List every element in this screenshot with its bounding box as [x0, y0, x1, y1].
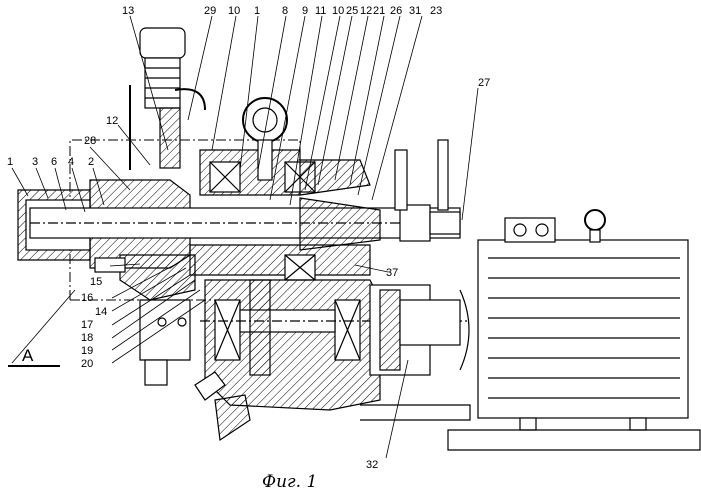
callout-3: 3 — [32, 156, 38, 168]
callout-2: 2 — [88, 156, 94, 168]
figure-caption: Фиг. 1 — [262, 472, 317, 492]
callout-13: 13 — [122, 5, 134, 17]
callout-1-top: 1 — [254, 5, 260, 17]
callout-37: 37 — [386, 267, 398, 279]
callout-6: 6 — [51, 156, 57, 168]
callout-12-left: 12 — [106, 115, 118, 127]
gearbox-housing — [195, 280, 470, 440]
callout-29: 29 — [204, 5, 216, 17]
callout-19: 19 — [81, 345, 93, 357]
electric-motor — [448, 210, 700, 450]
callout-18: 18 — [81, 332, 93, 344]
callout-8: 8 — [282, 5, 288, 17]
callout-31: 31 — [409, 5, 421, 17]
callout-4: 4 — [68, 156, 74, 168]
callout-9: 9 — [302, 5, 308, 17]
callout-21: 21 — [373, 5, 385, 17]
callout-17: 17 — [81, 319, 93, 331]
callout-26: 26 — [390, 5, 402, 17]
callout-10-b: 10 — [332, 5, 344, 17]
callout-1-left: 1 — [7, 156, 13, 168]
callout-32: 32 — [366, 459, 378, 471]
callout-27: 27 — [478, 77, 490, 89]
callout-12-top: 12 — [360, 5, 372, 17]
callout-20: 20 — [81, 358, 93, 370]
callout-28: 28 — [84, 135, 96, 147]
callout-14: 14 — [95, 306, 107, 318]
spindle-assembly — [18, 98, 460, 280]
callout-15: 15 — [90, 276, 102, 288]
callout-23: 23 — [430, 5, 442, 17]
callout-11: 11 — [315, 5, 326, 17]
clamp-assembly — [95, 255, 195, 385]
callout-16: 16 — [81, 292, 93, 304]
section-label-a: A — [22, 346, 34, 365]
callout-10-a: 10 — [228, 5, 240, 17]
callout-25: 25 — [346, 5, 358, 17]
